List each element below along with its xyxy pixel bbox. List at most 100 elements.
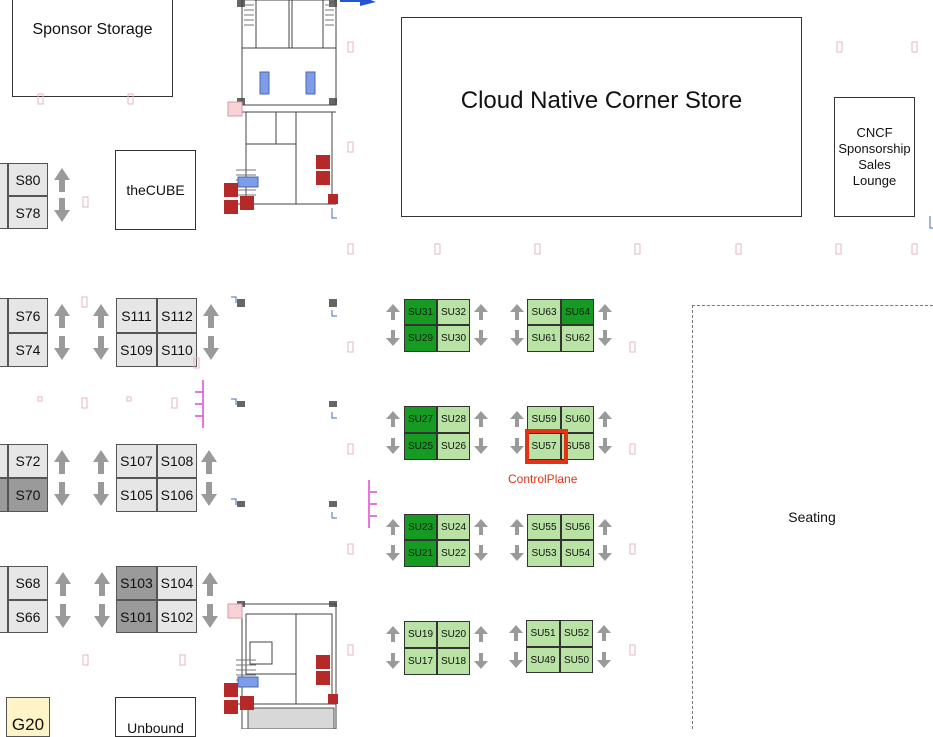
booth-su18[interactable]: SU18 <box>437 648 470 675</box>
booth-s72-label: S72 <box>15 453 41 469</box>
booth-su64-label: SU64 <box>564 306 590 318</box>
arrow-down-icon <box>598 330 612 346</box>
booth-su25[interactable]: SU25 <box>404 433 437 460</box>
booth-edge-3 <box>0 163 8 229</box>
booth-su21-label: SU21 <box>407 548 433 559</box>
booth-su62[interactable]: SU62 <box>561 325 594 352</box>
booth-su61-label: SU61 <box>531 333 557 344</box>
booth-su49[interactable]: SU49 <box>526 647 560 673</box>
booth-s106[interactable]: S106 <box>157 478 197 512</box>
thecube-label: theCUBE <box>126 182 185 198</box>
booth-s110-label: S110 <box>161 342 193 358</box>
booth-su59[interactable]: SU59 <box>527 406 561 433</box>
booth-s110[interactable]: S110 <box>157 333 197 367</box>
wall-brackets <box>231 208 933 519</box>
booth-su28[interactable]: SU28 <box>437 406 470 433</box>
booth-su49-label: SU49 <box>530 654 556 666</box>
arrow-up-icon <box>93 304 109 328</box>
booth-su55[interactable]: SU55 <box>527 514 561 540</box>
seating-label: Seating <box>788 508 836 525</box>
booth-su17[interactable]: SU17 <box>404 648 437 675</box>
booth-su52-label: SU52 <box>563 628 589 639</box>
door-marker <box>227 101 243 117</box>
booth-s111[interactable]: S111 <box>116 298 157 333</box>
booth-su54-label: SU54 <box>564 548 590 559</box>
arrow-up-icon <box>386 519 400 535</box>
arrow-up-icon <box>55 572 71 596</box>
booth-su61[interactable]: SU61 <box>527 325 561 352</box>
booth-s104[interactable]: S104 <box>157 566 197 600</box>
column-posts <box>237 0 337 607</box>
booth-s107[interactable]: S107 <box>116 444 157 478</box>
booth-s105-label: S105 <box>120 487 153 503</box>
booth-edge-2 <box>0 566 8 633</box>
booth-s76[interactable]: S76 <box>8 298 48 333</box>
booth-su25-label: SU25 <box>407 441 433 452</box>
booth-su26[interactable]: SU26 <box>437 433 470 460</box>
booth-s68[interactable]: S68 <box>8 566 48 600</box>
booth-su32[interactable]: SU32 <box>437 299 470 325</box>
booth-su28-label: SU28 <box>440 414 466 425</box>
arrow-up-icon <box>510 519 524 535</box>
thecube-room: theCUBE <box>115 150 196 230</box>
arrow-up-icon <box>386 411 400 427</box>
arrow-up-icon <box>93 450 109 474</box>
booth-su56[interactable]: SU56 <box>561 514 594 540</box>
booth-su21[interactable]: SU21 <box>404 540 437 567</box>
booth-su50[interactable]: SU50 <box>560 647 593 673</box>
arrow-down-icon <box>94 604 110 628</box>
booth-su23[interactable]: SU23 <box>404 514 437 540</box>
booth-s103[interactable]: S103 <box>116 566 157 600</box>
booth-s78[interactable]: S78 <box>8 196 48 229</box>
booth-su58-label: SU58 <box>564 441 590 452</box>
booth-su30[interactable]: SU30 <box>437 325 470 352</box>
booth-s80[interactable]: S80 <box>8 163 48 196</box>
booth-su52[interactable]: SU52 <box>560 620 593 647</box>
arrow-up-icon <box>203 304 219 328</box>
booth-su60-label: SU60 <box>564 414 590 425</box>
booth-edge-5 <box>0 444 8 478</box>
booth-s72[interactable]: S72 <box>8 444 48 478</box>
restroom-icons-lower <box>224 655 338 714</box>
booth-su55-label: SU55 <box>531 521 557 533</box>
booth-s108[interactable]: S108 <box>157 444 197 478</box>
booth-s112[interactable]: S112 <box>157 298 197 333</box>
booth-su63[interactable]: SU63 <box>527 299 561 325</box>
booth-s102[interactable]: S102 <box>157 600 197 633</box>
booth-su57-label: SU57 <box>531 441 557 452</box>
booth-su27[interactable]: SU27 <box>404 406 437 433</box>
booth-s112-label: S112 <box>161 307 193 324</box>
booth-s109[interactable]: S109 <box>116 333 157 367</box>
sponsor-storage-label: Sponsor Storage <box>32 21 153 38</box>
booth-s66[interactable]: S66 <box>8 600 48 633</box>
seating-area: Seating <box>692 305 933 729</box>
booth-su50-label: SU50 <box>563 654 589 666</box>
booth-s70[interactable]: S70 <box>8 478 48 512</box>
booth-su19[interactable]: SU19 <box>404 621 437 648</box>
booth-su20[interactable]: SU20 <box>437 621 470 648</box>
booth-su31[interactable]: SU31 <box>404 299 437 325</box>
booth-su29[interactable]: SU29 <box>404 325 437 352</box>
booth-su60[interactable]: SU60 <box>561 406 594 433</box>
booth-s74[interactable]: S74 <box>8 333 48 367</box>
booth-s105[interactable]: S105 <box>116 478 157 512</box>
cncf-lounge-room: CNCF Sponsorship Sales Lounge <box>834 97 915 217</box>
booth-su54[interactable]: SU54 <box>561 540 594 567</box>
booth-s104-label: S104 <box>160 575 194 591</box>
booth-su22[interactable]: SU22 <box>437 540 470 567</box>
booth-s101[interactable]: S101 <box>116 600 157 633</box>
booth-su53[interactable]: SU53 <box>527 540 561 567</box>
arrow-up-icon <box>509 625 523 641</box>
booth-s108-label: S108 <box>160 453 194 469</box>
booth-su62-label: SU62 <box>564 333 590 344</box>
booth-su24-label: SU24 <box>440 521 466 533</box>
arrow-up-icon <box>386 626 400 642</box>
arrow-down-icon <box>54 336 70 360</box>
arrow-down-icon <box>474 330 488 346</box>
booth-su51[interactable]: SU51 <box>526 620 560 647</box>
booth-su64[interactable]: SU64 <box>561 299 594 325</box>
booth-su24[interactable]: SU24 <box>437 514 470 540</box>
corner-store-label: Cloud Native Corner Store <box>460 87 743 114</box>
booth-su32-label: SU32 <box>440 306 466 318</box>
